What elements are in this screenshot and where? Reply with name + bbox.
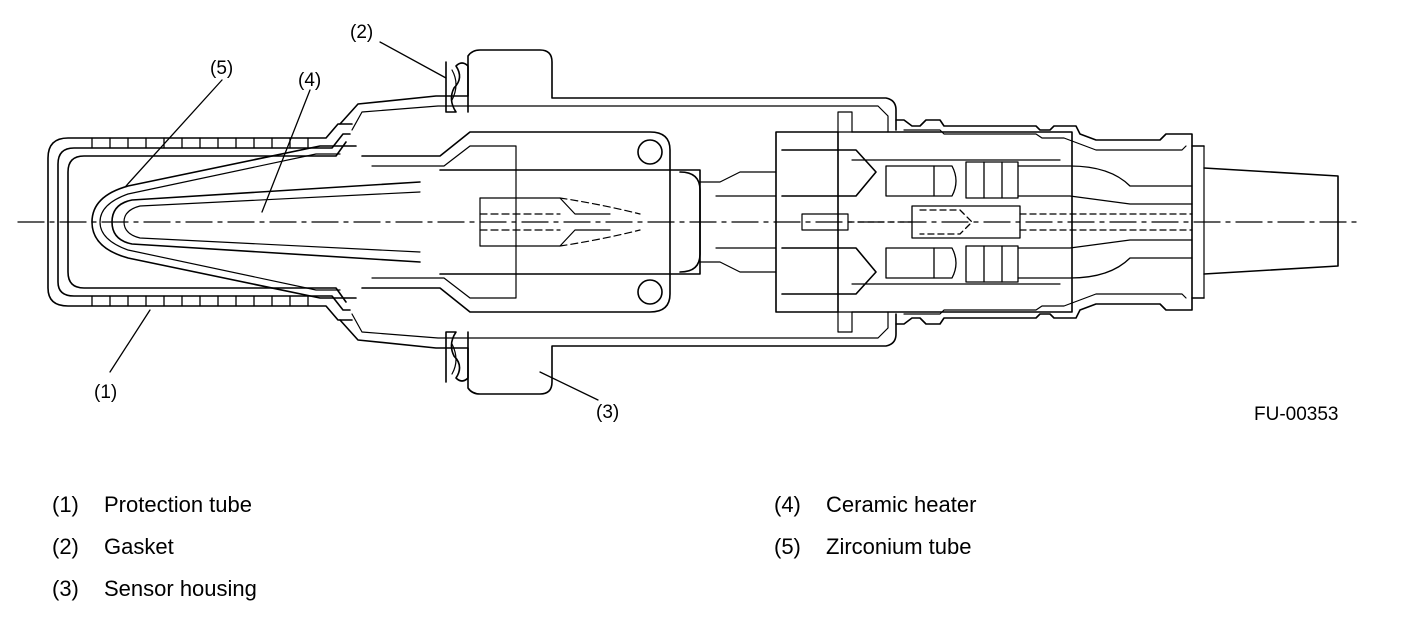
protection-tube <box>47 123 353 321</box>
figure-id: FU-00353 <box>1254 404 1339 425</box>
zirconium-tube <box>91 145 357 299</box>
legend-label: Gasket <box>104 534 174 559</box>
leader-lines <box>109 41 599 401</box>
gasket <box>445 61 469 383</box>
lead-wires <box>1017 165 1193 279</box>
ceramic-heater <box>111 181 421 263</box>
legend-number: (1) <box>52 492 79 517</box>
sensor-housing <box>339 49 897 395</box>
legend-number: (5) <box>774 534 801 559</box>
legend-label: Protection tube <box>104 492 252 517</box>
insulator-body <box>775 111 1073 333</box>
legend-label: Sensor housing <box>104 576 257 601</box>
callout-3: (3) <box>596 402 619 423</box>
outer-shell <box>895 119 1205 325</box>
legend-number: (2) <box>52 534 79 559</box>
inner-electrode <box>479 197 641 247</box>
terminals <box>885 161 1021 283</box>
legend-label: Zirconium tube <box>826 534 972 559</box>
cable <box>1203 167 1339 275</box>
callout-2: (2) <box>350 22 373 43</box>
legend-number: (3) <box>52 576 79 601</box>
legend-number: (4) <box>774 492 801 517</box>
oxygen-sensor-cross-section-diagram: (1) (2) (3) (4) (5) FU-00353 <box>17 22 1361 425</box>
callout-5: (5) <box>210 58 233 79</box>
callout-4: (4) <box>298 70 321 91</box>
callout-1: (1) <box>94 382 117 403</box>
legend-label: Ceramic heater <box>826 492 977 517</box>
